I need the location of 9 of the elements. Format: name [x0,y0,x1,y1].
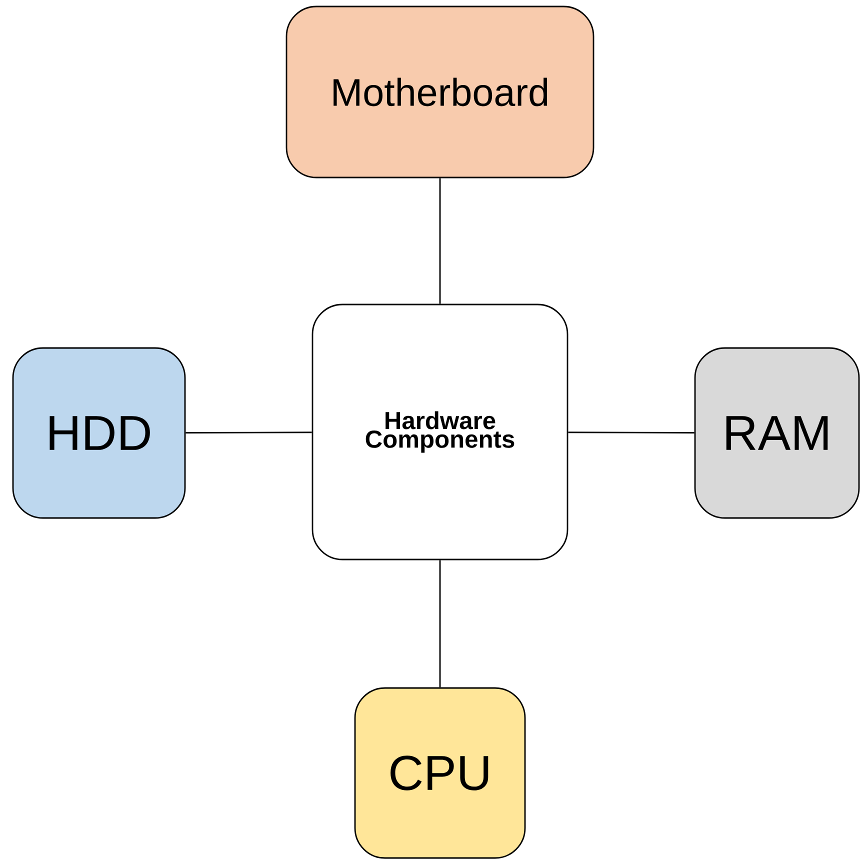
connector-line [439,560,441,688]
component-box: RAM [694,347,860,519]
connector-line [439,178,441,304]
component-box: HDD [12,347,186,519]
component-box: CPU [354,687,526,859]
component-box: Motherboard [286,6,594,178]
topic-box: Hardware Components [312,304,568,560]
connector-line [186,432,312,434]
connector-line [568,432,694,434]
